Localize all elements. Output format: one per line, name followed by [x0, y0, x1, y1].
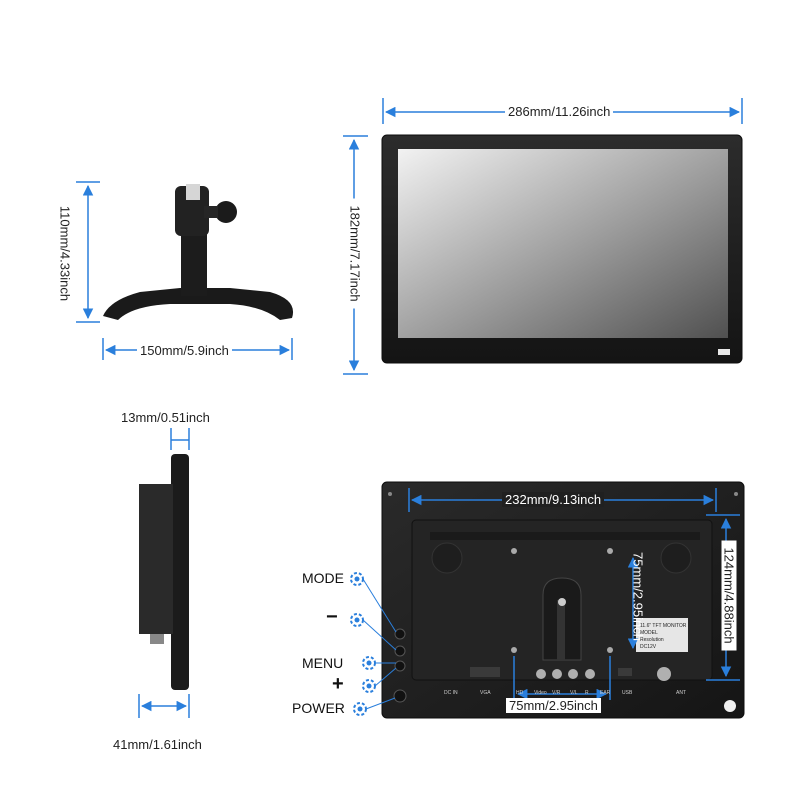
- stand-height-dimension: [76, 181, 100, 323]
- port-label: Video: [534, 690, 547, 696]
- port-label: R: [585, 690, 589, 696]
- sticker-line: MODEL: [640, 630, 658, 636]
- stand: [103, 184, 294, 320]
- side-monitor: [139, 454, 189, 690]
- front-height-label: 182mm/7.17inch: [347, 198, 363, 309]
- stand-height-label: 110mm/4.33inch: [57, 205, 73, 302]
- port-label: ANT: [676, 690, 686, 696]
- vesa-horizontal-dimension: [513, 656, 611, 700]
- menu-button-label: MENU: [302, 655, 344, 671]
- plus-button-label: +: [332, 673, 344, 695]
- mode-button-label: MODE: [302, 570, 344, 586]
- side-depth-dimension: [138, 694, 190, 718]
- back-width-label: 232mm/9.13inch: [502, 492, 605, 507]
- port-labels: DC IN VGA HD Video V/R V/L R EAR USB ANT: [444, 690, 686, 696]
- back-height-label: 124mm/4.88inch: [721, 540, 737, 651]
- port-label: DC IN: [444, 690, 458, 696]
- port-label: EAR: [600, 690, 611, 696]
- minus-button-label: −: [326, 606, 338, 628]
- front-led: [718, 349, 730, 355]
- sticker-line: 11.6" TFT MONITOR: [640, 623, 687, 629]
- callout-leaders: [350, 572, 397, 716]
- sticker-line: DC12V: [640, 644, 657, 650]
- vesa-vertical-label: 75mm/2.95inch: [630, 552, 646, 641]
- front-monitor: [381, 134, 743, 364]
- port-label: USB: [622, 690, 633, 696]
- port-label: V/R: [552, 690, 561, 696]
- side-thickness-dimension: [170, 428, 190, 450]
- front-width-label: 286mm/11.26inch: [505, 104, 614, 119]
- port-label: HD: [516, 690, 524, 696]
- port-label: VGA: [480, 690, 491, 696]
- stand-width-label: 150mm/5.9inch: [137, 343, 232, 358]
- side-depth-label: 41mm/1.61inch: [110, 737, 205, 752]
- label-sticker: [636, 618, 688, 652]
- sticker-text: 11.6" TFT MONITOR MODEL Resolution DC12V: [640, 623, 687, 650]
- sticker-line: Resolution: [640, 637, 664, 643]
- side-thickness-label: 13mm/0.51inch: [118, 410, 213, 425]
- port-label: V/L: [570, 690, 578, 696]
- back-monitor: [381, 481, 745, 719]
- power-button-label: POWER: [292, 700, 345, 716]
- vesa-horizontal-label: 75mm/2.95inch: [506, 698, 601, 713]
